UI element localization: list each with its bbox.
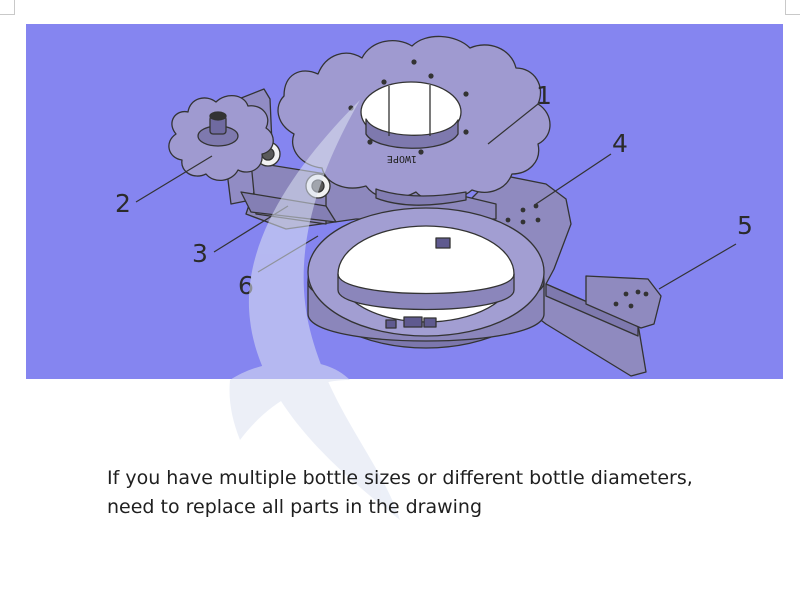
leader-line-1 bbox=[487, 103, 539, 145]
crop-mark-top-right bbox=[785, 0, 800, 15]
machine-parts-diagram: 1WOPE 1 2 3 4 5 6 bbox=[115, 35, 753, 377]
callout-label-4: 4 bbox=[612, 129, 628, 158]
round-ring-part bbox=[307, 207, 545, 349]
crop-mark-top-left bbox=[0, 0, 15, 15]
caption-line-1: If you have multiple bottle sizes or dif… bbox=[107, 467, 693, 489]
caption-line-2: need to replace all parts in the drawing bbox=[107, 496, 483, 518]
part-marking-text: 1WOPE bbox=[387, 153, 417, 164]
small-star-wheel-part bbox=[168, 95, 274, 181]
leader-line-2 bbox=[135, 155, 213, 203]
leader-line-4 bbox=[535, 153, 612, 205]
diagram-panel: 1WOPE 1 2 3 4 5 6 bbox=[26, 24, 783, 379]
callout-label-5: 5 bbox=[737, 211, 753, 240]
rail-mounting-holes bbox=[505, 203, 649, 309]
callout-label-3: 3 bbox=[192, 239, 208, 268]
callout-label-2: 2 bbox=[115, 189, 131, 218]
callout-label-1: 1 bbox=[536, 81, 552, 110]
caption-text: If you have multiple bottle sizes or dif… bbox=[107, 464, 747, 522]
callout-label-6: 6 bbox=[238, 271, 254, 300]
leader-line-5 bbox=[658, 243, 737, 290]
